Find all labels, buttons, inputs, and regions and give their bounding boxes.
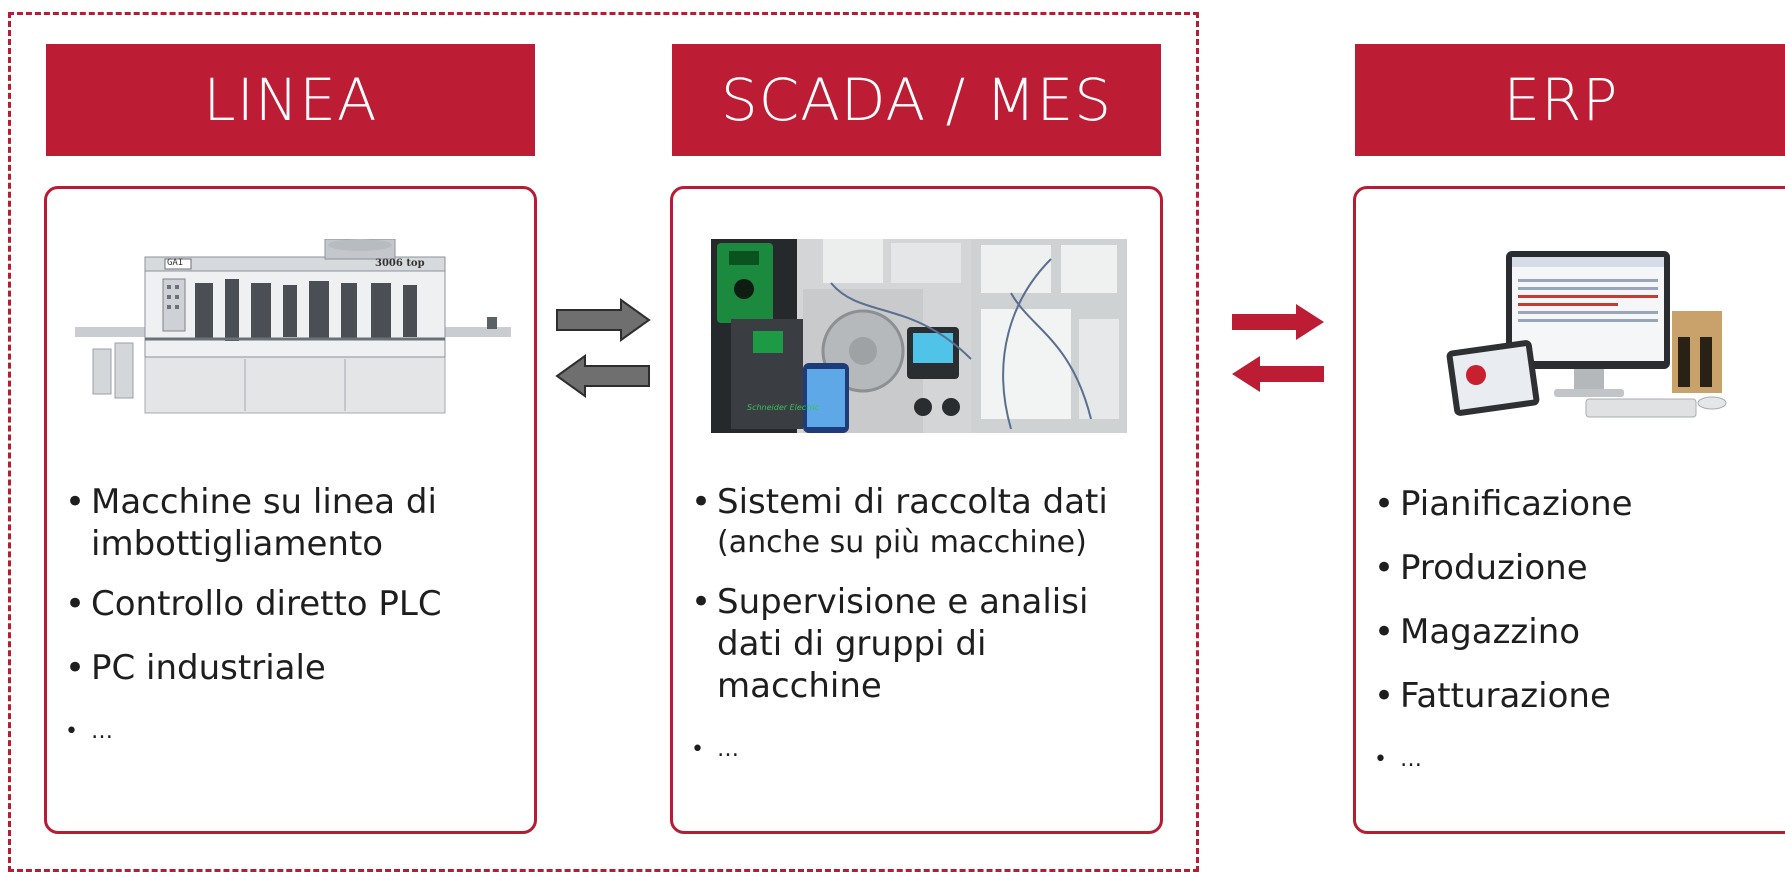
- machine-model-label: 3006 top: [375, 258, 425, 269]
- bullet-list-scada-mes: Sistemi di raccolta dati (anche su più m…: [691, 481, 1151, 793]
- list-item: PC industriale: [65, 647, 525, 689]
- card-linea: GAI 3006 top Macchine su linea di imbott…: [44, 186, 537, 834]
- list-item: Sistemi di raccolta dati (anche su più m…: [691, 481, 1151, 563]
- list-item: Supervisione e analisi dati di gruppi di…: [691, 581, 1151, 707]
- list-item: …: [65, 711, 525, 753]
- right-arrow-icon: [1232, 304, 1324, 340]
- list-item: …: [1374, 739, 1785, 781]
- list-item: Controllo diretto PLC: [65, 583, 525, 625]
- right-arrow-icon: [556, 298, 651, 342]
- column-title: ERP: [1503, 66, 1619, 134]
- list-item: Fatturazione: [1374, 675, 1785, 717]
- bullet-list-erp: Pianificazione Produzione Magazzino Fatt…: [1374, 481, 1785, 803]
- red-arrow-group: [1232, 300, 1324, 396]
- list-item-label: Sistemi di raccolta dati: [717, 482, 1108, 522]
- control-panel-photo: Schneider Electric: [711, 239, 1127, 433]
- list-item-subtext: (anche su più macchine): [717, 525, 1087, 560]
- list-item: …: [691, 729, 1151, 771]
- card-scada-mes: Schneider Electric Sistemi di raccolta d…: [670, 186, 1163, 834]
- left-arrow-icon: [555, 354, 650, 398]
- erp-devices-image: [1436, 245, 1736, 435]
- gray-arrow-group: [555, 298, 651, 398]
- column-header-erp: ERP: [1355, 44, 1785, 156]
- bottling-machine-image: GAI 3006 top: [75, 239, 511, 424]
- column-title: SCADA / MES: [720, 66, 1113, 134]
- machine-brand-label: GAI: [167, 258, 184, 268]
- left-arrow-icon: [1232, 356, 1324, 392]
- list-item: Magazzino: [1374, 611, 1785, 653]
- column-title: LINEA: [203, 66, 378, 134]
- list-item: Pianificazione: [1374, 483, 1785, 525]
- bullet-list-linea: Macchine su linea di imbottigliamento Co…: [65, 481, 525, 775]
- column-header-scada-mes: SCADA / MES: [672, 44, 1161, 156]
- card-erp: Pianificazione Produzione Magazzino Fatt…: [1353, 186, 1785, 834]
- brand-label: Schneider Electric: [747, 403, 820, 412]
- column-header-linea: LINEA: [46, 44, 535, 156]
- list-item: Macchine su linea di imbottigliamento: [65, 481, 525, 565]
- list-item: Produzione: [1374, 547, 1785, 589]
